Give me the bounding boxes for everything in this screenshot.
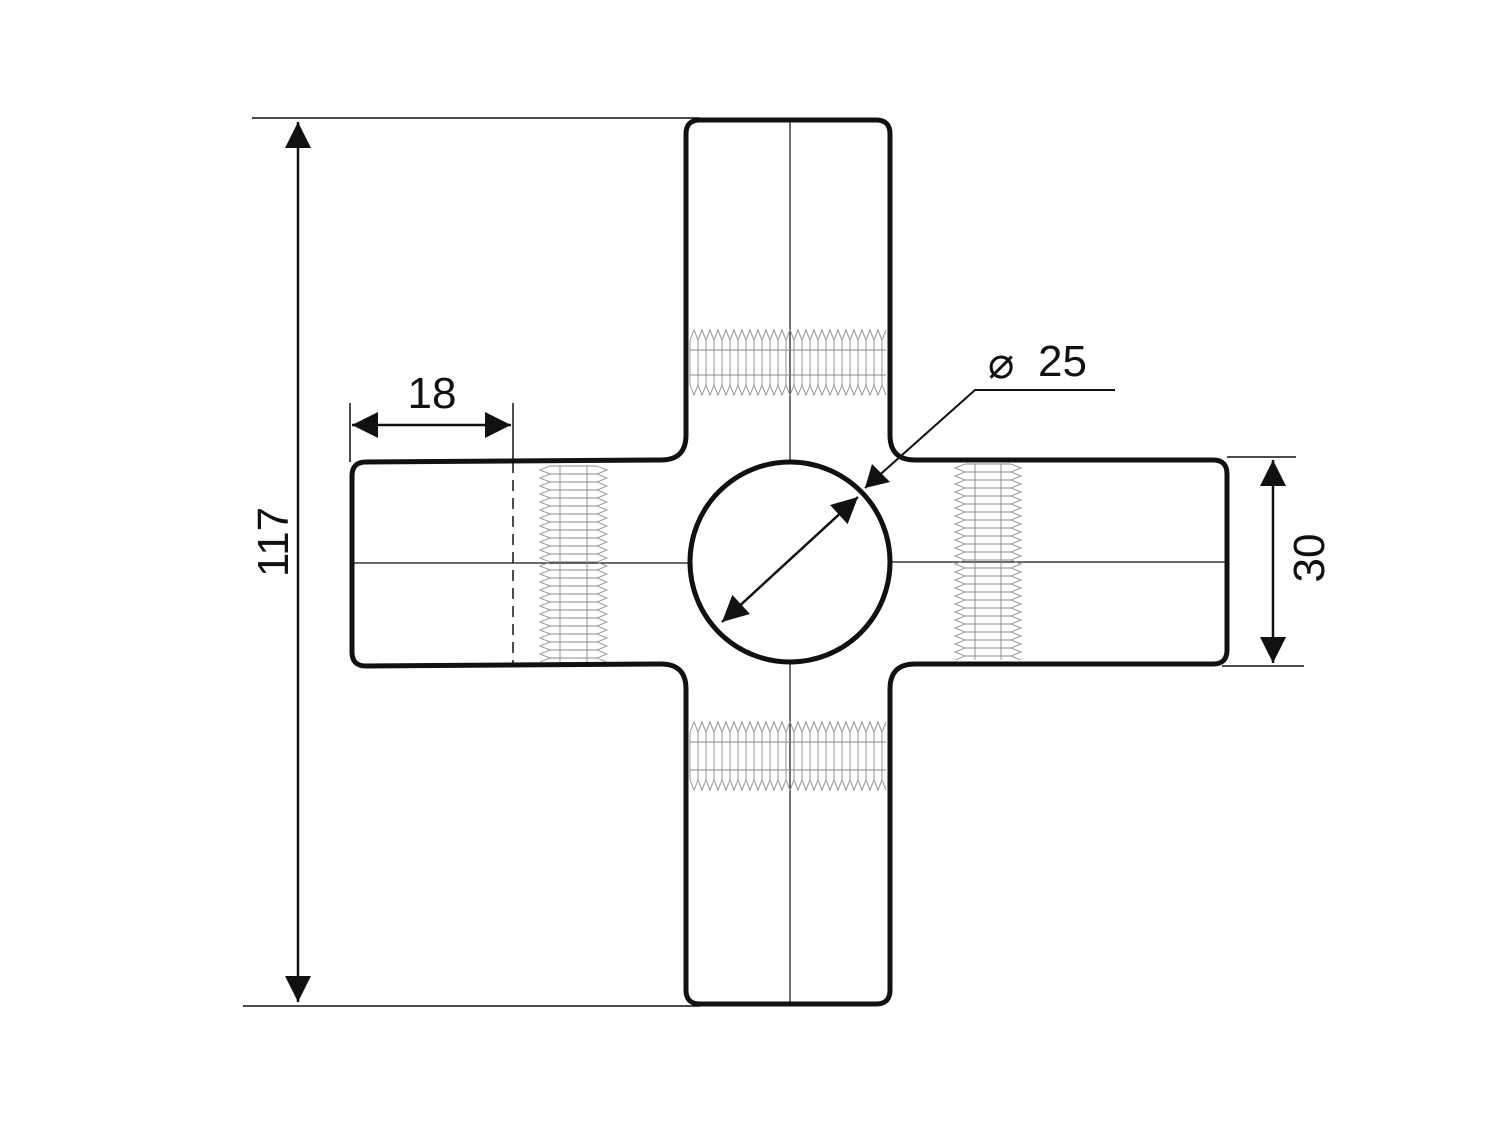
thread-line — [1009, 463, 1023, 661]
dimension-label-18: 18 — [408, 369, 457, 418]
thread-line — [538, 465, 552, 663]
thread-line — [689, 383, 887, 397]
thread-line — [953, 463, 967, 661]
thread-line — [689, 720, 887, 734]
thread-line — [689, 778, 887, 792]
dimension-arm-length: 18 — [349, 369, 514, 462]
dimension-overall-height: 117 — [243, 117, 700, 1007]
thread-hatch-right — [953, 463, 1023, 661]
thread-hatch-bottom — [689, 720, 887, 792]
thread-line — [595, 465, 609, 663]
centerlines — [354, 120, 1225, 1004]
diameter-symbol: ⌀ — [988, 339, 1015, 388]
center-hole — [687, 459, 893, 665]
dimension-arm-width: 30 — [1222, 456, 1334, 667]
dimension-hole-diameter: ⌀ 25 — [721, 337, 1115, 623]
dimension-label-117: 117 — [249, 507, 298, 577]
part-outline — [349, 117, 1230, 1007]
thread-hatch-left — [538, 465, 609, 663]
thread-hatch-top — [689, 328, 887, 397]
dimension-label-30: 30 — [1285, 534, 1334, 583]
dimension-label-25: 25 — [1038, 337, 1087, 386]
thread-line — [689, 328, 887, 342]
